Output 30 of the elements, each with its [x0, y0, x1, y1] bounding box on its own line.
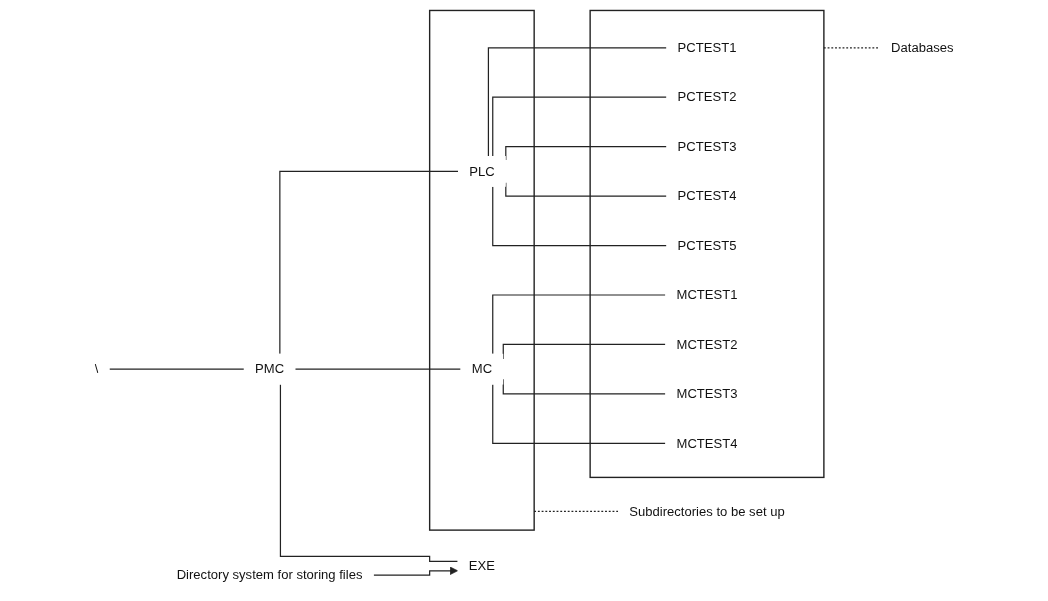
node-text: MCTEST4	[676, 435, 738, 451]
node-text: PCTEST2	[677, 89, 737, 105]
connector	[487, 47, 667, 157]
connector	[823, 47, 881, 49]
node-text: PCTEST1	[677, 39, 737, 55]
node-text: MCTEST3	[676, 385, 738, 401]
node-text: \	[94, 361, 99, 377]
cluster	[589, 9, 825, 479]
node-text: Databases	[890, 39, 954, 55]
connector	[492, 383, 666, 444]
cluster	[428, 9, 535, 531]
node-text: Directory system for storing files	[176, 567, 363, 583]
connector	[279, 383, 459, 563]
connector	[294, 368, 462, 370]
connector	[492, 294, 666, 355]
node-text: Subdirectories to be set up	[629, 503, 785, 519]
node-text: PCTEST5	[677, 237, 737, 253]
arrow	[372, 566, 458, 576]
node-text: PCTEST3	[677, 138, 737, 154]
connector	[279, 170, 459, 355]
node-text: PMC	[254, 361, 284, 377]
node-text: PLC	[469, 163, 495, 179]
connector	[533, 510, 619, 513]
node-text: MCTEST1	[676, 287, 738, 303]
node-text: EXE	[468, 557, 495, 573]
connector	[492, 96, 667, 157]
node-text: MCTEST2	[676, 336, 738, 352]
connector	[492, 186, 667, 247]
node-text: PCTEST4	[677, 188, 737, 204]
connector	[108, 368, 245, 370]
